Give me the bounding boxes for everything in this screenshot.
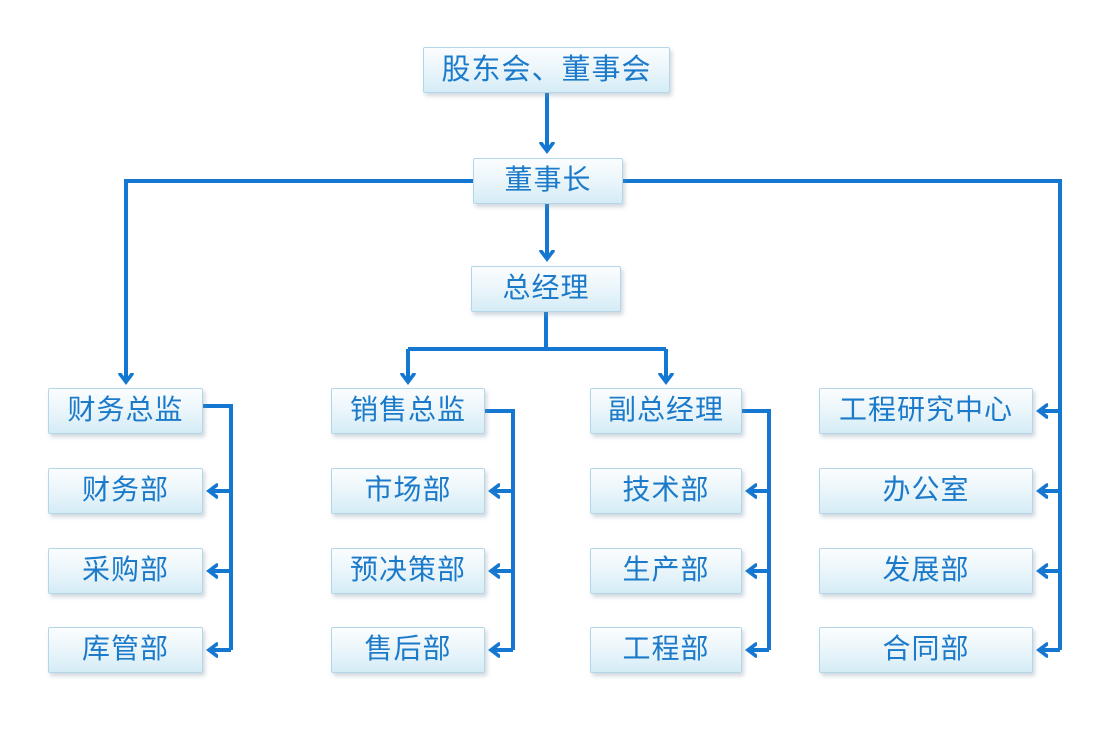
node-contract-dept: 合同部 — [819, 627, 1033, 673]
node-shareholders-board: 股东会、董事会 — [423, 47, 670, 93]
node-chairman: 董事长 — [473, 158, 623, 204]
node-deputy-gm: 副总经理 — [590, 388, 742, 434]
node-marketing-dept: 市场部 — [331, 468, 485, 514]
node-purchasing-dept: 采购部 — [48, 548, 203, 594]
connector-sales-spine — [485, 409, 515, 650]
node-cfo: 财务总监 — [48, 388, 203, 434]
node-office: 办公室 — [819, 468, 1033, 514]
node-engineering-research-center: 工程研究中心 — [819, 388, 1033, 434]
node-warehouse-dept: 库管部 — [48, 627, 203, 673]
connector-chairman-cfo — [126, 179, 473, 382]
node-development-dept: 发展部 — [819, 548, 1033, 594]
node-sales-director: 销售总监 — [331, 388, 485, 434]
node-finance-dept: 财务部 — [48, 468, 203, 514]
node-after-sales-dept: 售后部 — [331, 627, 485, 673]
connector-deputy-spine — [742, 409, 771, 650]
connector-chairman-right-spine — [623, 179, 1062, 650]
node-general-manager: 总经理 — [471, 266, 621, 312]
connector-cfo-spine — [203, 404, 233, 650]
node-engineering-dept: 工程部 — [590, 627, 742, 673]
node-technical-dept: 技术部 — [590, 468, 742, 514]
node-production-dept: 生产部 — [590, 548, 742, 594]
node-pre-decision-dept: 预决策部 — [331, 548, 485, 594]
